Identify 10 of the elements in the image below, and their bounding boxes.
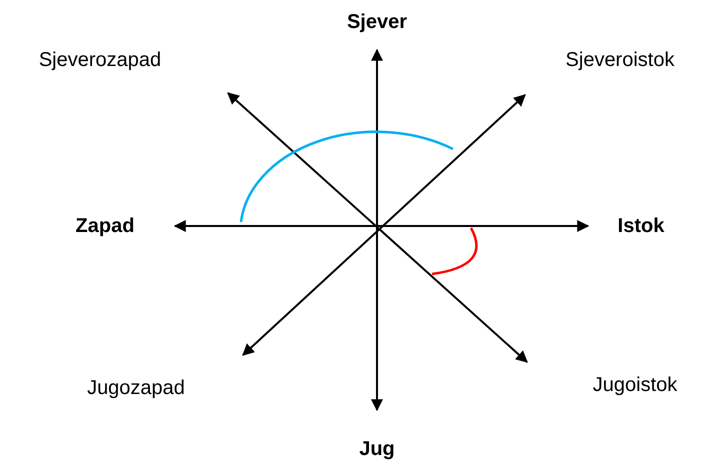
direction-label: Jugoistok xyxy=(592,375,678,395)
direction-label: Istok xyxy=(618,216,664,236)
direction-label: Jugozapad xyxy=(87,378,185,398)
direction-label: Zapad xyxy=(76,216,134,236)
direction-label: Sjeveroistok xyxy=(566,50,674,70)
double-arrow xyxy=(174,220,590,232)
direction-label: Sjever xyxy=(346,12,408,32)
direction-label: Sjeverozapad xyxy=(38,50,162,70)
double-arrow xyxy=(371,48,383,412)
direction-label: Jug xyxy=(359,439,395,459)
